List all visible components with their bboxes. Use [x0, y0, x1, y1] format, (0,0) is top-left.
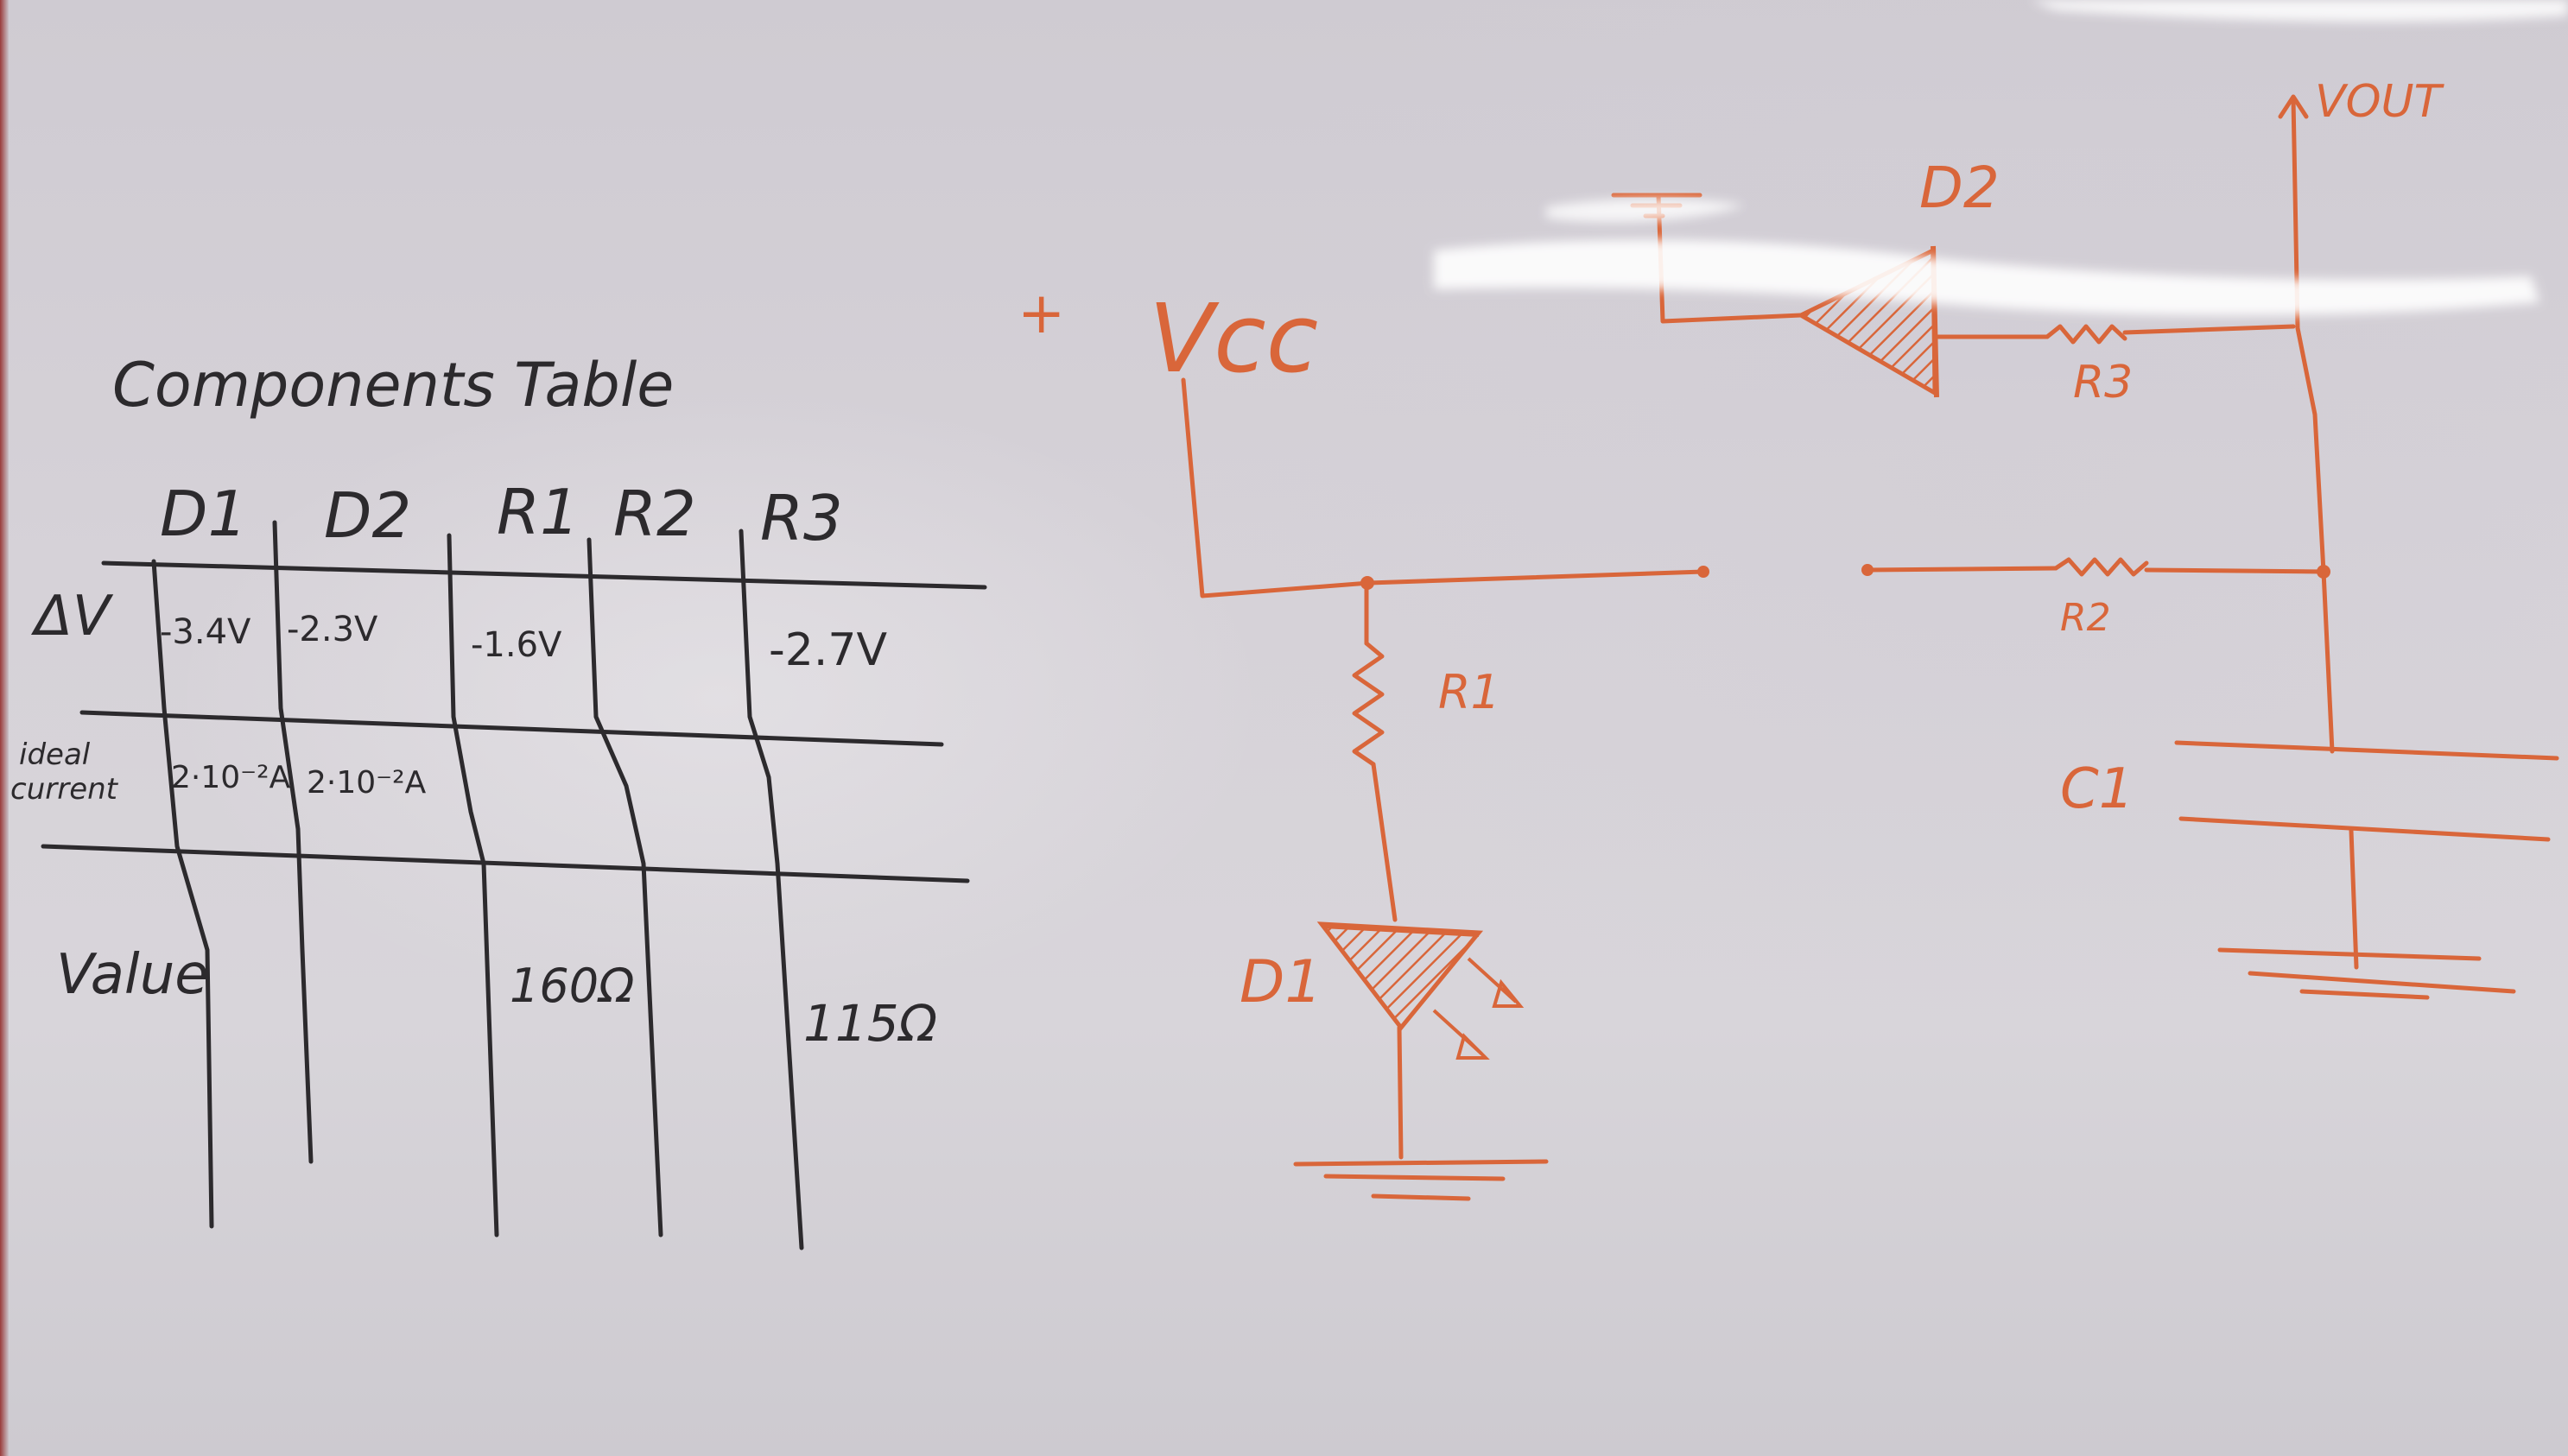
- wire-ground-d2: [1656, 193, 1804, 324]
- wire-r3-vout: [2122, 324, 2296, 335]
- junction-vcc-r1: [1360, 576, 1374, 590]
- label-r1: R1: [1438, 665, 1500, 719]
- label-c1: C1: [2060, 757, 2134, 821]
- light-glare: [1434, 0, 2568, 316]
- grid-col-4: [587, 537, 663, 1238]
- ground-d1-line2: [1323, 1174, 1506, 1181]
- cell-dv-r3: -2.7V: [769, 624, 887, 676]
- cell-value-r1: 160Ω: [510, 959, 634, 1013]
- ground-d1-line3: [1371, 1193, 1471, 1201]
- cell-value-r3: 115Ω: [803, 994, 937, 1053]
- row-label-ideal: ideal: [19, 737, 91, 772]
- wire-vout: [2291, 97, 2335, 754]
- grid-line-header: [101, 560, 987, 590]
- label-d1: D1: [1240, 948, 1322, 1016]
- led-arrow-1-head: [1492, 978, 1525, 1008]
- wire-d1-ground: [1397, 1025, 1404, 1160]
- resistor-r1: [1352, 641, 1385, 767]
- row-label-current: current: [10, 772, 119, 807]
- ground-c1-line2: [2248, 971, 2516, 994]
- vcc-label: Vcc: [1149, 283, 1318, 394]
- cell-current-d1: 2·10⁻²A: [171, 760, 291, 795]
- grid-col-5: [739, 529, 804, 1250]
- column-header-d1: D1: [160, 478, 247, 550]
- table-grid: [41, 520, 987, 1250]
- wire-r1-d1: [1371, 762, 1398, 922]
- column-header-r1: R1: [497, 476, 580, 548]
- circuit-schematic: + Vcc: [1018, 76, 2559, 1201]
- components-table: Components Table D1 D2 R1 R2 R3 ΔV ideal…: [10, 350, 987, 1250]
- vout-arrow-head: [2278, 94, 2309, 119]
- wire-c1-ground: [2349, 828, 2359, 970]
- open-terminal-right: [1861, 564, 1874, 576]
- column-header-r3: R3: [760, 482, 843, 554]
- cell-current-d2: 2·10⁻²A: [307, 765, 427, 801]
- ground-d1-line1: [1293, 1159, 1549, 1167]
- grid-line-row2: [41, 844, 970, 883]
- wire-vcc-rail: [1181, 377, 1706, 598]
- led-arrow-1: [1467, 957, 1518, 1003]
- cell-dv-r1: -1.6V: [471, 625, 562, 665]
- wire-r2-vout: [2144, 567, 2326, 574]
- junction-r2-vout: [2317, 565, 2330, 579]
- table-title: Components Table: [112, 350, 674, 421]
- capacitor-c1-top-plate: [2174, 740, 2559, 761]
- whiteboard-frame-edge: [0, 0, 9, 1456]
- row-label-value: Value: [56, 943, 209, 1007]
- row-label-delta-v: ΔV: [30, 585, 114, 649]
- label-r3: R3: [2073, 357, 2133, 408]
- label-r2: R2: [2060, 596, 2111, 640]
- label-vout: VOUT: [2315, 76, 2445, 128]
- plus-sign: +: [1018, 280, 1065, 346]
- wire-to-r2: [1865, 566, 2058, 573]
- capacitor-c1-bottom-plate: [2178, 816, 2551, 842]
- column-header-d2: D2: [324, 479, 411, 552]
- glare-streak-small: [1546, 198, 1745, 223]
- grid-col-2: [272, 520, 314, 1164]
- grid-line-row1: [79, 710, 944, 747]
- resistor-r2: [2053, 557, 2149, 577]
- glare-top-edge: [2030, 0, 2568, 22]
- cell-dv-d2: -2.3V: [287, 610, 378, 649]
- led-arrow-2-head: [1455, 1033, 1490, 1060]
- open-terminal-left: [1697, 566, 1709, 578]
- cell-dv-d1: -3.4V: [160, 612, 251, 652]
- column-header-r2: R2: [613, 478, 696, 550]
- ground-c1-line1: [2217, 947, 2482, 961]
- grid-col-3: [447, 533, 499, 1238]
- ground-c1-line3: [2299, 989, 2430, 1000]
- resistor-r3: [2045, 324, 2127, 345]
- grid-col-1: [151, 559, 214, 1229]
- circuit-wires: [1181, 94, 2559, 1201]
- diode-d1-body: [1316, 921, 1484, 1032]
- diode-d1-bar: [1322, 923, 1480, 937]
- glare-streak-main: [1434, 239, 2539, 316]
- label-d2: D2: [1919, 155, 2000, 221]
- diode-d1: [1316, 921, 1525, 1060]
